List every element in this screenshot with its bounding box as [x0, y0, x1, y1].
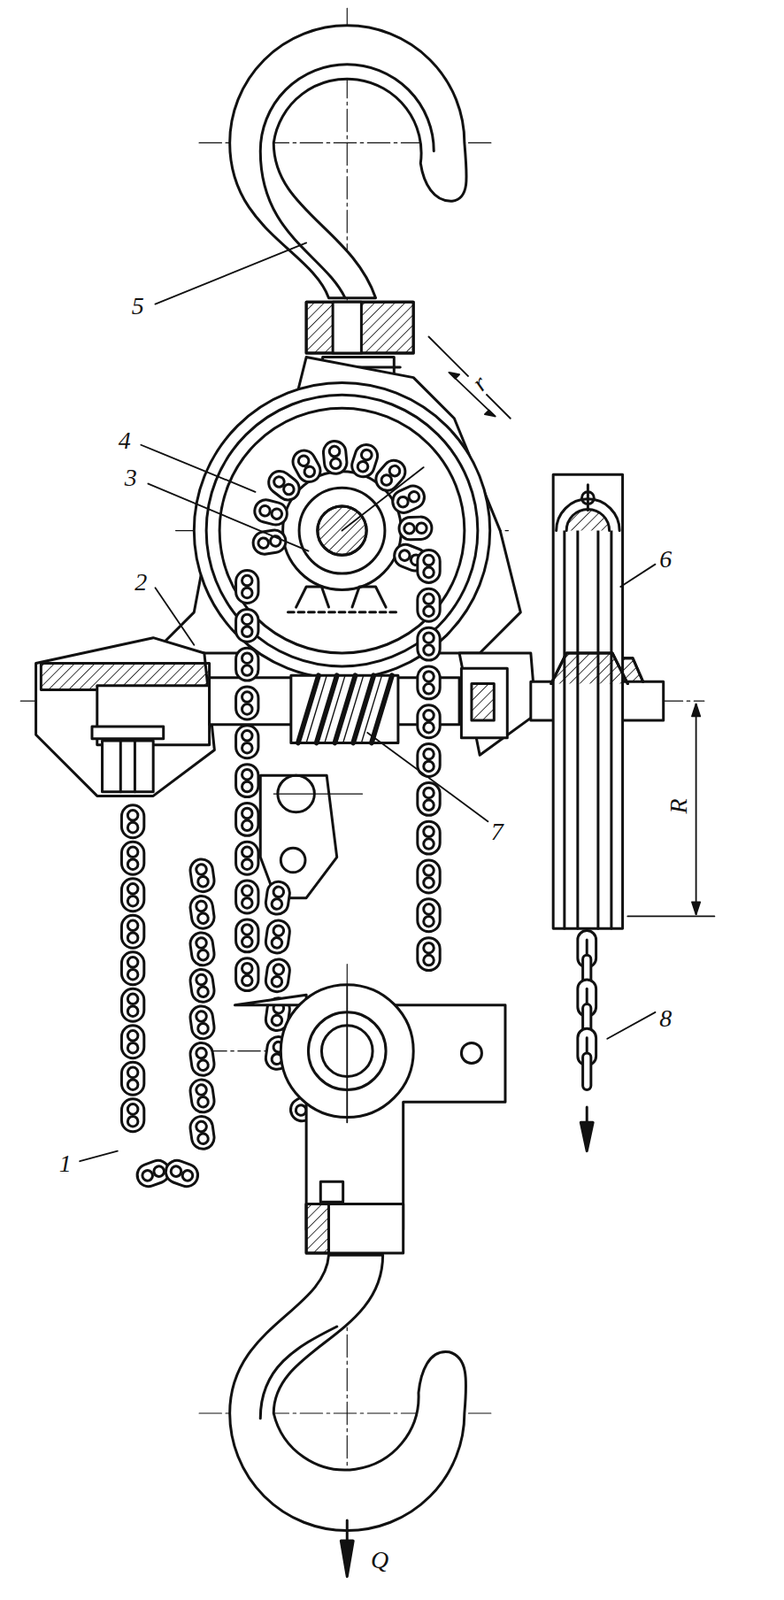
- callout-label: 6: [657, 546, 674, 572]
- chain-link: [417, 588, 440, 622]
- chain-link: [236, 802, 259, 836]
- chain-link: [236, 919, 259, 953]
- top-hook: [230, 25, 468, 299]
- chain-link: [121, 952, 144, 985]
- chain-link: [417, 666, 440, 700]
- chain-link: [417, 550, 440, 584]
- callout-label: 4: [116, 428, 133, 454]
- chain-link: [121, 841, 144, 875]
- pull-arrow-head: [580, 1122, 593, 1151]
- chain-link: [236, 608, 259, 642]
- chain-link: [236, 570, 259, 604]
- leader-lines: [79, 242, 655, 1161]
- chain-link: [264, 880, 292, 916]
- chain-link: [236, 764, 259, 798]
- chain-link: [162, 1157, 201, 1190]
- chain-link: [417, 899, 440, 932]
- chain-link: [188, 1004, 216, 1040]
- chain-link: [188, 1114, 216, 1151]
- callout-label: 7: [489, 819, 506, 845]
- load-wheel: [193, 382, 490, 678]
- chain-link: [264, 957, 292, 993]
- chain-link: [289, 446, 325, 487]
- chain-link: [188, 894, 216, 931]
- chain-link: [121, 1025, 144, 1059]
- dimension-R: [627, 704, 715, 917]
- chain-link: [236, 880, 259, 914]
- chain-link: [417, 860, 440, 893]
- chain-link: [417, 705, 440, 738]
- chain-link: [417, 937, 440, 971]
- chain-link: [236, 725, 259, 759]
- chain-link: [121, 914, 144, 948]
- chain-link: [188, 930, 216, 967]
- chain-link: [121, 805, 144, 838]
- chain-link: [121, 1099, 144, 1132]
- hand-wheel: [551, 474, 628, 929]
- chain-link: [188, 1077, 216, 1114]
- chain-link: [399, 516, 433, 541]
- dimension-r: [342, 337, 511, 531]
- callout-label: 2: [132, 569, 149, 595]
- load-arrow-head: [340, 1540, 354, 1576]
- guide-pin: [280, 847, 306, 873]
- chain-link: [348, 441, 381, 480]
- round-link: [583, 1053, 592, 1091]
- chain-link: [188, 1041, 216, 1077]
- chain-link: [417, 782, 440, 815]
- chain-link: [252, 497, 290, 528]
- chain-link: [417, 821, 440, 854]
- chain-link: [121, 878, 144, 912]
- worm: [291, 675, 399, 743]
- chains: [121, 550, 596, 1191]
- chain-link: [264, 918, 292, 954]
- chain-link: [251, 528, 287, 556]
- callout-label: 3: [122, 465, 139, 491]
- lower-block: [234, 984, 506, 1253]
- callout-label: 8: [657, 1006, 674, 1031]
- chain-link: [121, 988, 144, 1022]
- callout-label: 5: [130, 293, 147, 319]
- chain-link: [236, 841, 259, 875]
- callout-label: Q: [368, 1547, 391, 1573]
- chain-link: [389, 482, 429, 517]
- callout-label: 1: [57, 1151, 74, 1176]
- chain-link: [188, 968, 216, 1004]
- chain-link: [417, 627, 440, 661]
- chain-link: [322, 439, 348, 475]
- bottom-hook: [230, 1254, 467, 1530]
- callout-label: R: [666, 797, 692, 816]
- chain-link: [236, 958, 259, 992]
- chain-link: [121, 1061, 144, 1095]
- chain-link: [188, 857, 216, 893]
- load-chain-sprocket: [251, 439, 432, 574]
- chain-link: [236, 686, 259, 720]
- chain-link: [236, 647, 259, 681]
